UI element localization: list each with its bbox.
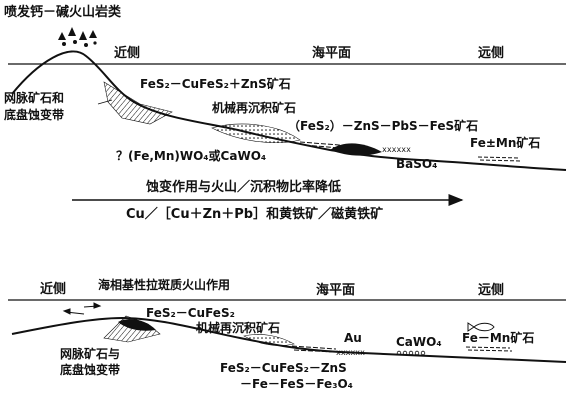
fe-cu-zn-ore-label: FeS₂－CuFeS₂＋ZnS矿石: [140, 77, 291, 91]
sea-level-label: 海平面: [312, 46, 352, 61]
fe-cu-zn-ore-label-bottom: FeS₂－CuFeS₂－ZnS: [220, 361, 347, 375]
stockwork-zone: [103, 81, 173, 125]
mechanical-ore-label-bottom: 机械再沉积矿石: [196, 321, 281, 335]
near-side-arrows: [62, 302, 102, 315]
fish-icon: [467, 322, 495, 332]
alteration-label-bottom: 底盘蚀变带: [60, 363, 121, 377]
trend-label: 蚀变作用与火山／沉积物比率降低: [146, 180, 342, 195]
gold-label: Au: [344, 331, 362, 345]
alteration-label: 底盘蚀变带: [4, 108, 65, 122]
stockwork-pointer: [97, 99, 113, 105]
fe-mn-ore-label: Fe±Mn矿石: [470, 136, 541, 150]
tungsten-label: ？(Fe,Mn)WO₄或CaWO₄: [116, 149, 267, 163]
near-side-label-bottom: 近侧: [40, 282, 67, 297]
ratio-label: Cu／［Cu＋Zn＋Pb］和黄铁矿／磁黄铁矿: [126, 207, 384, 222]
near-side-label: 近侧: [114, 46, 141, 61]
fe-mn-ore-label-bottom: Fe－Mn矿石: [462, 331, 535, 345]
eruption-symbol: [58, 27, 97, 47]
mechanical-ore-lens: [211, 123, 301, 143]
black-ore-bottom: [118, 319, 156, 331]
sulfide-layers-bottom: [291, 345, 337, 353]
fe-mn-layers-bottom: [465, 346, 513, 352]
scheelite-label: CaWO₄: [396, 335, 442, 349]
gold-marks: xxxxxx: [336, 348, 365, 357]
mechanical-ore-label: 机械再沉积矿石: [212, 101, 297, 115]
mechanical-ore-lens-bottom: [243, 334, 295, 346]
far-side-label: 远侧: [478, 46, 505, 61]
barite-marks: xxxxxx: [382, 145, 411, 154]
stockwork-label-bottom: 网脉矿石与: [60, 347, 121, 361]
scheelite-marks: [396, 350, 426, 356]
far-side-label-bottom: 远侧: [478, 283, 505, 298]
zn-pb-ore-label: （FeS₂）－ZnS－PbS－FeS矿石: [288, 119, 479, 133]
fe-mn-layers: [477, 156, 523, 162]
sea-level-label-bottom: 海平面: [316, 283, 356, 298]
barite-label: BaSO₄: [396, 157, 438, 171]
massive-lens: [330, 143, 382, 156]
title-label: 喷发钙－碱火山岩类: [4, 5, 122, 20]
fe-oxide-ore-label-bottom: －Fe－FeS－Fe₃O₄: [240, 377, 353, 391]
volcanism-label: 海相基性拉斑质火山作用: [98, 278, 231, 292]
stockwork-label: 网脉矿石和: [4, 91, 65, 105]
fe-cu-ore-label: FeS₂－CuFeS₂: [146, 306, 235, 320]
